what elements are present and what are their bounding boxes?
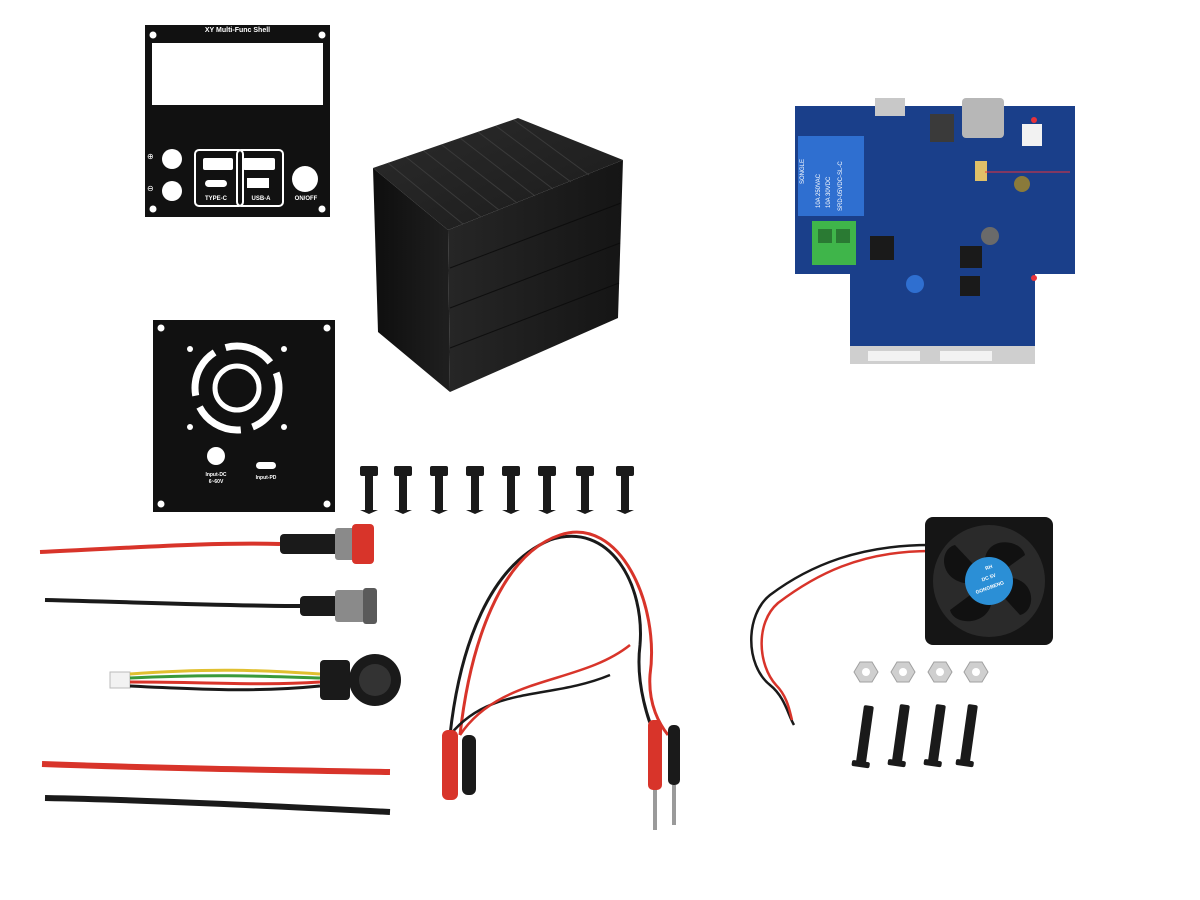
back-panel: Input-DC 6~60V Input-PD [153, 320, 335, 512]
front-panel-title: XY Multi-Func Shell [204, 27, 271, 34]
relay-brand: SONGLE [800, 158, 806, 184]
front-panel: XY Multi-Func Shell ⊕ ⊖ TYPE-C USB-A ON/… [145, 25, 330, 217]
label-minus: ⊖ [147, 184, 154, 193]
cooling-fan: DC 5V RH GONGBENG [740, 515, 1060, 745]
relay-rating-2: 10A 30VDC [826, 176, 832, 208]
label-plus: ⊕ [147, 152, 154, 161]
test-leads [430, 525, 700, 840]
label-on-off: ON/OFF [294, 196, 318, 202]
screw-row [350, 466, 650, 516]
label-input-dc: Input-DC [205, 472, 227, 478]
fan-hardware [850, 660, 1000, 775]
control-pcb: SONGLE 10A 250VAC 10A 30VDC SRD-05VDC-SL… [790, 96, 1080, 376]
label-usb-a: USB-A [251, 196, 271, 202]
label-input-dc-range: 6~60V [208, 479, 224, 485]
label-input-pd: Input-PD [255, 475, 277, 481]
relay-rating-3: SRD-05VDC-SL-C [838, 161, 844, 211]
aluminum-enclosure [368, 118, 628, 396]
relay-rating-1: 10A 250VAC [816, 174, 822, 208]
wired-connectors [30, 520, 410, 830]
label-type-c: TYPE-C [204, 196, 227, 202]
